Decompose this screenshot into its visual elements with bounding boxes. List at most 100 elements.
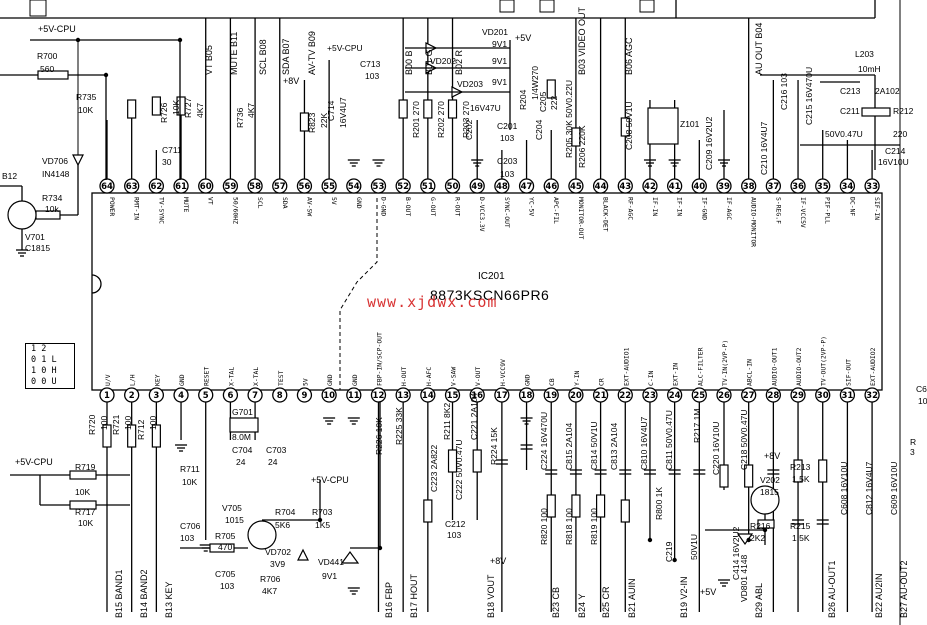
component-label: C211 (840, 106, 860, 116)
component-label: B02 R (454, 49, 464, 75)
component-label: V701 (25, 232, 45, 242)
pin-label: CR (598, 378, 606, 386)
pin-label: IF-AGC (725, 197, 733, 220)
pin-label: RMT-IN (133, 197, 141, 220)
capacitor-symbol (545, 469, 558, 475)
component-label: C711 (162, 145, 182, 155)
component-label: C714 (326, 100, 336, 121)
ic-pin-bottom: 14H-AFC (420, 367, 436, 403)
pin-label: V-SAW (450, 367, 458, 386)
pin-number: 39 (718, 182, 730, 192)
component-label: 9V1 (492, 39, 508, 49)
component-label: B15 BAND1 (114, 569, 124, 618)
component-label: V705 (222, 503, 242, 513)
junction-dot (672, 557, 677, 563)
component-label: 5K6 (275, 520, 291, 530)
pin-label: KEY (153, 374, 161, 386)
component-label: 16V47U (470, 103, 501, 113)
pin-label: S-REG.F (774, 197, 782, 224)
component-label: 2K2 (750, 533, 766, 543)
component-label: R818 100 (564, 508, 574, 545)
component-label: V202 (760, 475, 780, 485)
component-label: 10K (182, 477, 198, 487)
pin-label: H-OUT (400, 367, 408, 386)
pin-label: X-TAL (227, 367, 235, 386)
component-label: B24 Y (577, 593, 587, 618)
component-label: R712 (136, 419, 146, 440)
component-label: C814 50V1U (589, 421, 599, 470)
resistor-symbol (127, 424, 137, 448)
component-label: 8.0M (232, 432, 251, 442)
component-label: C1815 (25, 243, 51, 253)
pin-number: 43 (619, 182, 631, 192)
component-label: 10K (75, 487, 91, 497)
pin-number: 40 (693, 182, 705, 192)
pin-number: 58 (249, 182, 261, 192)
component-label: 24 (268, 457, 278, 467)
component-label: C222 50V0.47U (454, 439, 464, 501)
pin-number: 24 (669, 391, 681, 401)
pin-number: 51 (422, 182, 434, 192)
component-label: C608 16V10U (839, 461, 849, 515)
pin-label: BLACK-DET (602, 197, 610, 232)
component-label: B23 CB (551, 586, 561, 618)
capacitor-symbol (495, 459, 508, 465)
component-label: R202 270 (436, 101, 446, 138)
component-label: R721 (111, 414, 121, 435)
pin-label: 5V (330, 197, 338, 205)
resistor-symbol (398, 99, 408, 119)
component-label: C205 (538, 91, 548, 112)
component-label: AU OUT B04 (754, 22, 764, 75)
pin-label: U/V (104, 374, 112, 386)
component-label: R819 100 (589, 508, 599, 545)
component-label: 10K (171, 99, 181, 115)
resistor-symbol (423, 499, 433, 523)
pin-number: 14 (422, 391, 434, 401)
capacitor-symbol (619, 469, 632, 475)
pin-label: GND (326, 374, 334, 386)
ic-pin-top: 37S-REG.F (765, 178, 782, 224)
pin-number: 63 (126, 182, 138, 192)
component-label: +5V-CPU (15, 457, 53, 467)
component-label: C209 16V2U2 (704, 116, 714, 170)
ground-icon (718, 579, 730, 587)
component-label: B03 VIDEO OUT (577, 6, 587, 75)
component-label: 470 (218, 542, 233, 552)
component-label: R216 (750, 521, 771, 531)
truth-table: 1 2 0 1 L 1 0 H 0 0 U (25, 343, 75, 389)
pin-number: 34 (841, 182, 853, 192)
component-label: +5V (700, 587, 717, 597)
component-label: C203 (497, 156, 518, 166)
truth-row: 0 0 U (31, 377, 57, 387)
ground-icon (347, 159, 360, 167)
zener-icon (340, 550, 360, 564)
pin-number: 1 (104, 391, 110, 401)
component-label: R706 (260, 574, 281, 584)
component-label: 103 (500, 169, 515, 179)
pin-number: 55 (323, 182, 335, 192)
component-label: B06 AGC (624, 37, 634, 75)
resistor-symbol (620, 499, 630, 523)
pin-label: 5V (301, 378, 309, 386)
capacitor-symbol (693, 469, 706, 475)
component-label: VD201 (482, 27, 508, 37)
component-label: R (910, 437, 917, 447)
resistor-symbol (571, 494, 581, 518)
capacitor-symbol (520, 444, 533, 450)
component-label: 24 (236, 457, 246, 467)
